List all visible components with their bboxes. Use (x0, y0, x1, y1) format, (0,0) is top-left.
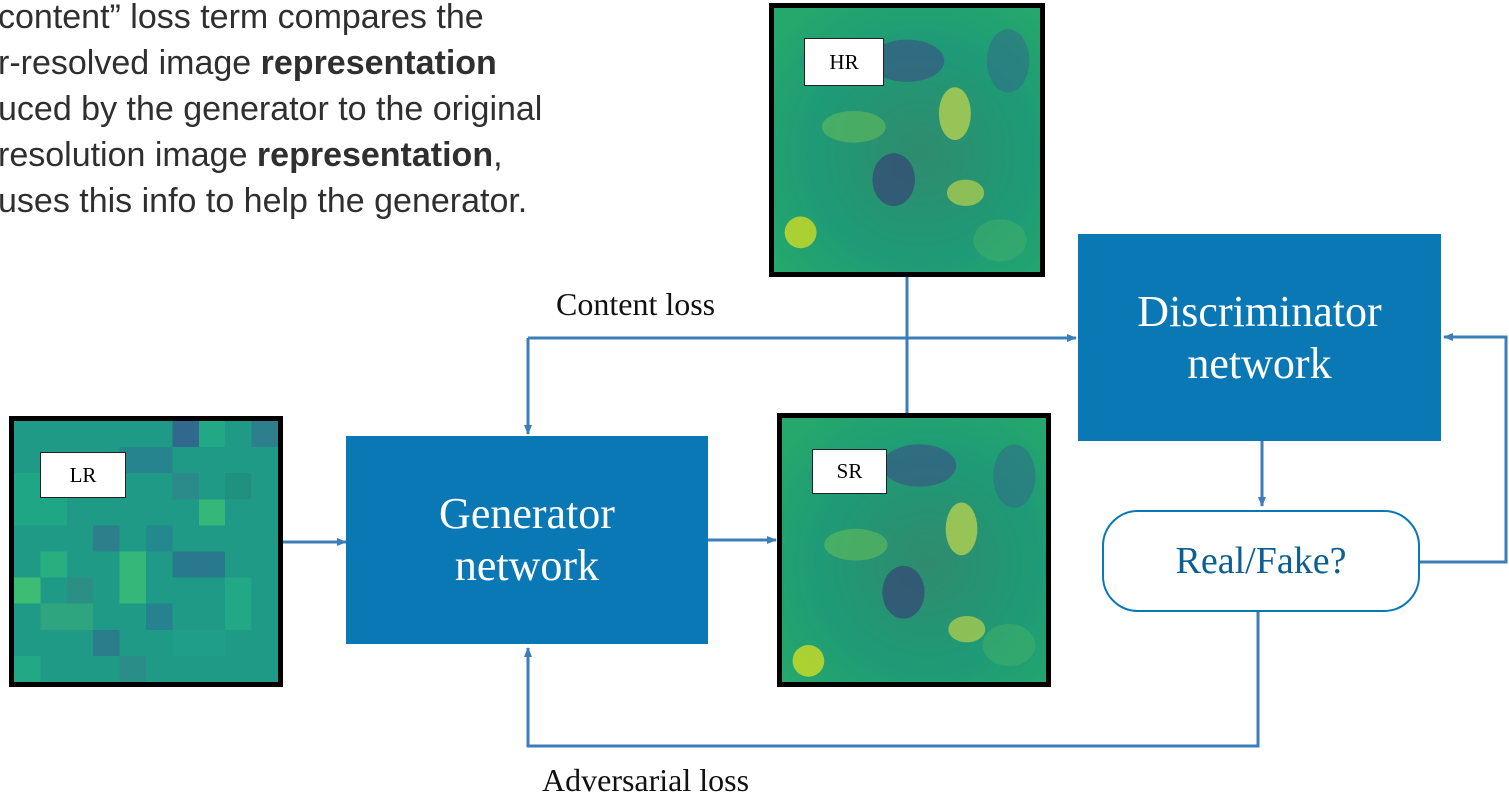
discriminator-label-line2: network (1187, 338, 1332, 388)
generator-label-line1: Generator (439, 489, 615, 538)
caption-line-4-comma: , (493, 136, 503, 174)
caption-line-4-bold: representation (256, 136, 494, 174)
generator-network-block: Generator network (346, 436, 708, 644)
sr-tag: SR (812, 449, 887, 494)
discriminator-network-block: Discriminator network (1078, 234, 1441, 441)
discriminator-label-line1: Discriminator (1137, 286, 1382, 336)
caption-line-2-bold: representation (260, 44, 497, 82)
lr-tag: LR (40, 452, 126, 498)
generator-label-line2: network (454, 541, 600, 590)
caption-line-1: content” loss term compares the (0, 0, 484, 36)
adversarial-loss-label: Adversarial loss (542, 762, 750, 798)
caption-line-2-text: r-resolved image (0, 44, 261, 82)
sr-image: SR (777, 413, 1051, 687)
adversarial-loss-line (524, 612, 1260, 748)
real-fake-decision: Real/Fake? (1102, 510, 1420, 612)
caption-line-4: resolution image representation, (0, 132, 758, 178)
caption-line-3: uced by the generator to the original (0, 90, 543, 128)
caption-text: content” loss term compares the r-resolv… (0, 0, 758, 224)
decision-feedback-line (1420, 333, 1508, 564)
content-loss-label: Content loss (556, 286, 716, 322)
caption-line-5: uses this info to help the generator. (0, 182, 528, 220)
hr-tag: HR (804, 38, 884, 86)
caption-line-2: r-resolved image representation (0, 40, 758, 86)
caption-line-4-text: resolution image (0, 136, 257, 174)
lr-image: LR (9, 416, 283, 687)
hr-image: HR (769, 3, 1045, 277)
